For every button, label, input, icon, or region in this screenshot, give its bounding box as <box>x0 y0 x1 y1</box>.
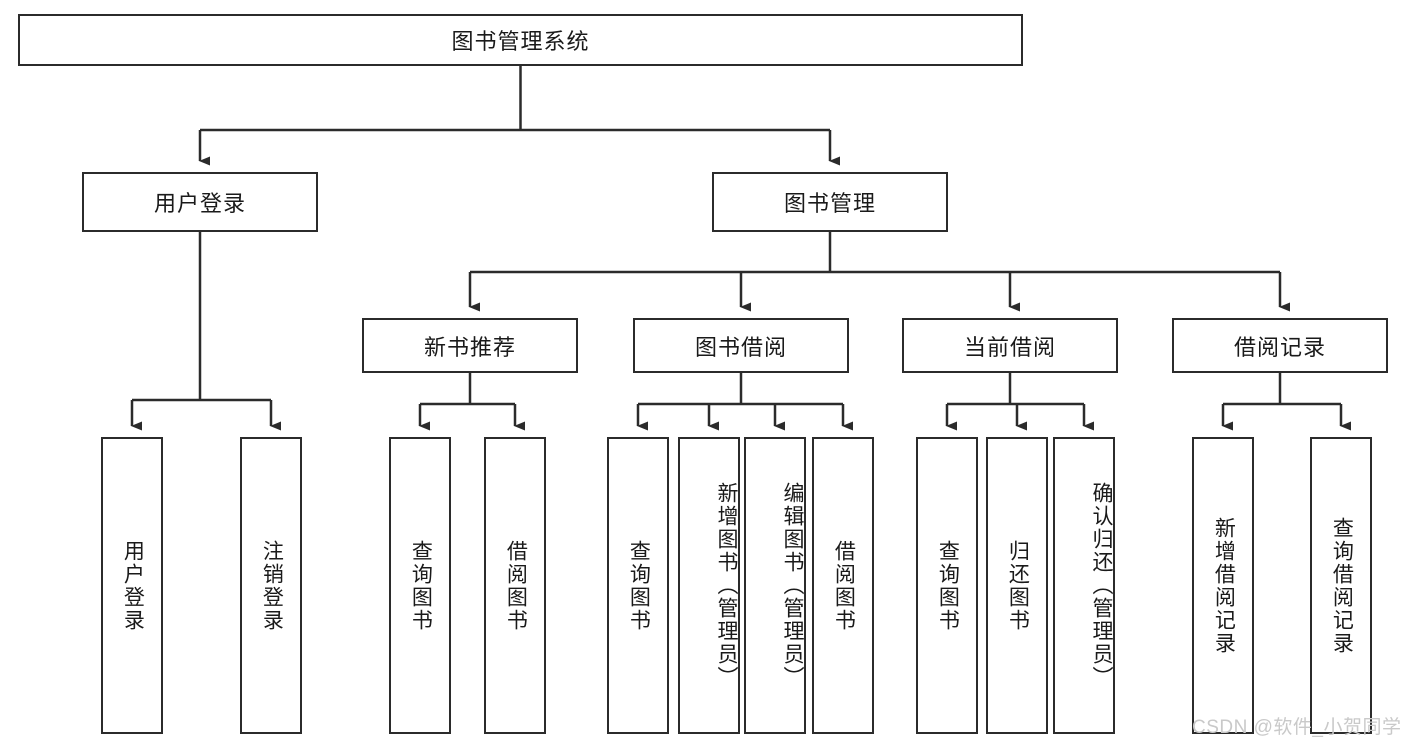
node-label-leaf-logout: 注销登录 <box>260 539 284 632</box>
node-leaf-borrow-book-1[interactable]: 借阅图书 <box>484 437 546 734</box>
node-leaf-query-borrow-record[interactable]: 查询借阅记录 <box>1310 437 1372 734</box>
csdn-watermark: CSDN @软件_小贺同学 <box>1192 717 1402 738</box>
node-label-leaf-query-borrow-record: 查询借阅记录 <box>1330 516 1354 655</box>
node-leaf-query-book-3[interactable]: 查询图书 <box>916 437 978 734</box>
node-leaf-borrow-book-2[interactable]: 借阅图书 <box>812 437 874 734</box>
node-new-book-recommend[interactable]: 新书推荐 <box>362 318 578 373</box>
node-label-leaf-query-book-2: 查询图书 <box>627 539 651 632</box>
node-label-leaf-borrow-book-2: 借阅图书 <box>832 539 856 632</box>
node-user-login[interactable]: 用户登录 <box>82 172 318 232</box>
node-leaf-add-book-admin[interactable]: 新增图书（管理员） <box>678 437 740 734</box>
node-label-current-borrow: 当前借阅 <box>963 334 1056 360</box>
node-label-leaf-query-book-1: 查询图书 <box>409 539 433 632</box>
node-leaf-query-book-2[interactable]: 查询图书 <box>607 437 669 734</box>
node-leaf-edit-book-admin[interactable]: 编辑图书（管理员） <box>744 437 806 734</box>
node-current-borrow[interactable]: 当前借阅 <box>902 318 1118 373</box>
node-label-new-book-recommend: 新书推荐 <box>423 334 516 360</box>
node-borrow-record[interactable]: 借阅记录 <box>1172 318 1388 373</box>
node-label-leaf-add-borrow-record: 新增借阅记录 <box>1212 516 1236 655</box>
node-label-leaf-edit-book-admin: 编辑图书（管理员） <box>781 482 804 689</box>
node-leaf-query-book-1[interactable]: 查询图书 <box>389 437 451 734</box>
node-label-book-management: 图书管理 <box>783 191 876 216</box>
node-label-book-borrow: 图书借阅 <box>694 334 787 360</box>
node-label-leaf-return-book: 归还图书 <box>1006 539 1030 632</box>
node-label-root: 图书管理系统 <box>451 29 590 54</box>
node-label-leaf-user-login: 用户登录 <box>121 539 145 632</box>
node-label-leaf-borrow-book-1: 借阅图书 <box>504 539 528 632</box>
node-label-leaf-add-book-admin: 新增图书（管理员） <box>715 482 738 689</box>
node-leaf-confirm-return-admin[interactable]: 确认归还（管理员） <box>1053 437 1115 734</box>
node-label-leaf-confirm-return-admin: 确认归还（管理员） <box>1090 482 1113 689</box>
node-book-borrow[interactable]: 图书借阅 <box>633 318 849 373</box>
node-leaf-return-book[interactable]: 归还图书 <box>986 437 1048 734</box>
node-book-management[interactable]: 图书管理 <box>712 172 948 232</box>
node-leaf-logout[interactable]: 注销登录 <box>240 437 302 734</box>
node-leaf-user-login[interactable]: 用户登录 <box>101 437 163 734</box>
node-label-borrow-record: 借阅记录 <box>1233 334 1326 360</box>
node-root[interactable]: 图书管理系统 <box>18 14 1023 66</box>
node-leaf-add-borrow-record[interactable]: 新增借阅记录 <box>1192 437 1254 734</box>
node-label-leaf-query-book-3: 查询图书 <box>936 539 960 632</box>
node-label-user-login: 用户登录 <box>153 191 246 216</box>
